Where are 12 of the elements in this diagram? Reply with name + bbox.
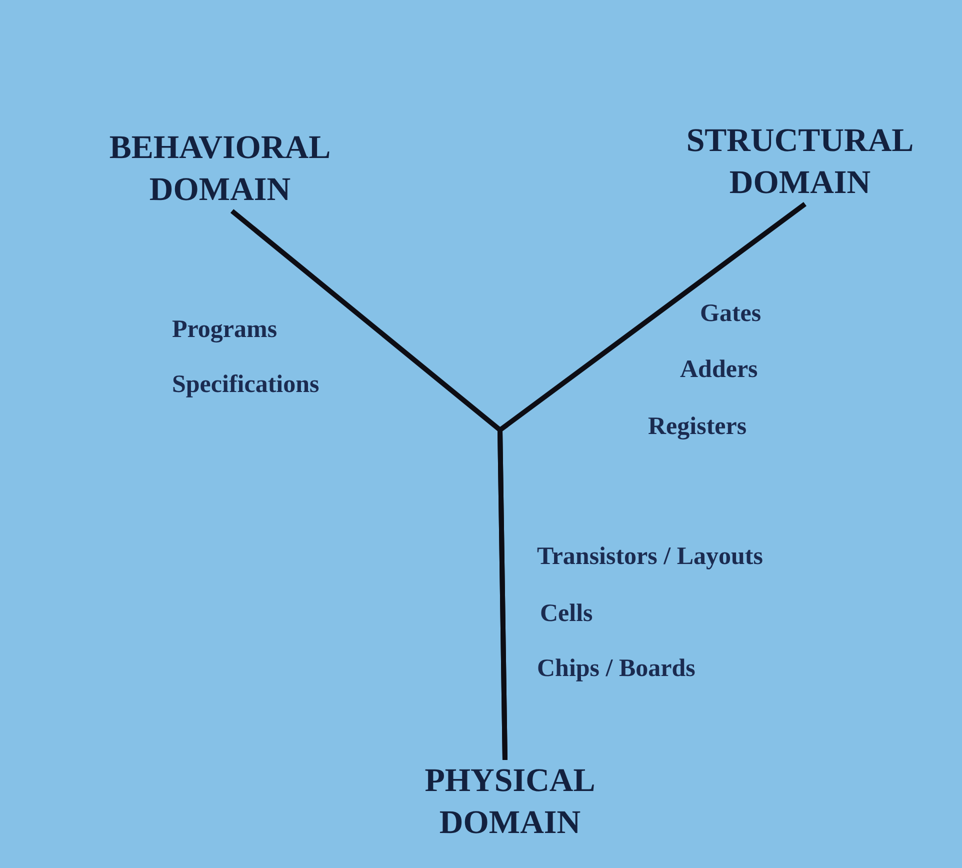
level-label: Specifications [172, 371, 320, 399]
level-label: Cells [540, 600, 593, 628]
domain-heading: STRUCTURAL DOMAIN [640, 120, 960, 204]
axis-line [497, 202, 806, 760]
domain-heading: PHYSICAL DOMAIN [370, 760, 650, 844]
level-label: Programs [172, 316, 278, 344]
level-label: Chips / Boards [537, 655, 696, 683]
level-label: Gates [700, 300, 762, 328]
level-label: Adders [680, 356, 758, 384]
level-label: Registers [648, 413, 747, 441]
level-label: Transistors / Layouts [537, 543, 763, 571]
domain-heading: BEHAVIORAL DOMAIN [60, 127, 380, 211]
